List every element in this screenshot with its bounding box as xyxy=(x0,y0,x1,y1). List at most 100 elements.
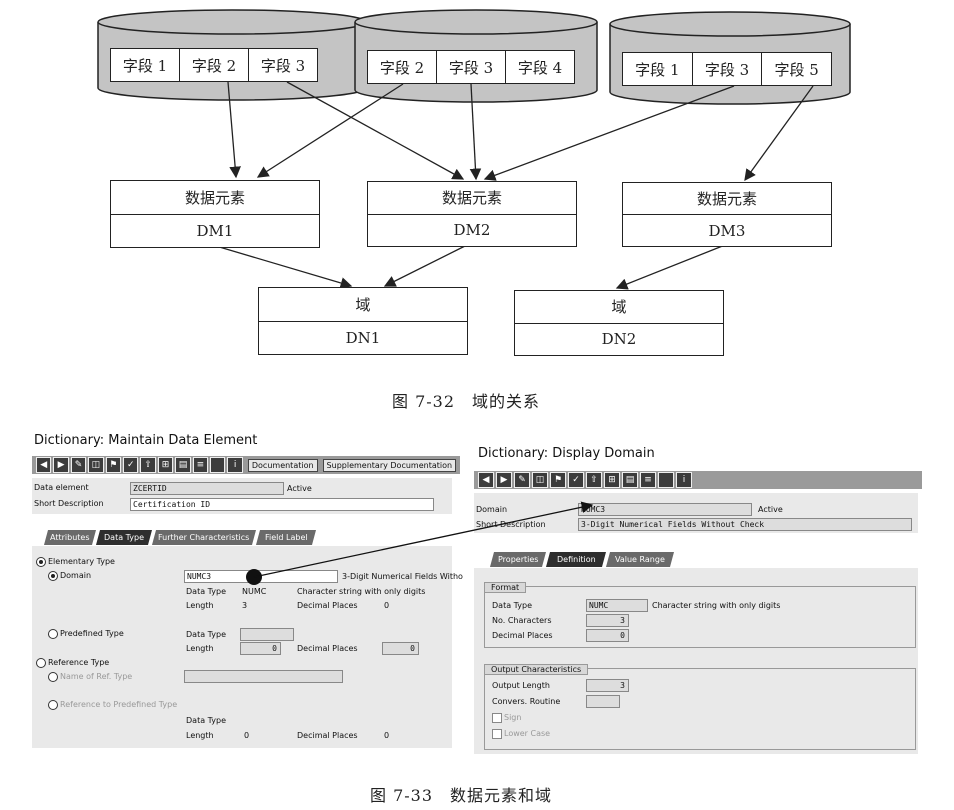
check-icon[interactable]: ✓ xyxy=(568,472,584,488)
domain-header: 域 xyxy=(611,298,627,317)
ref-length-value: 0 xyxy=(244,731,250,740)
table-2-field-2: 字段 3 xyxy=(436,51,505,83)
predefined-length-field[interactable]: 0 xyxy=(240,642,281,655)
forward-icon[interactable]: ▶ xyxy=(496,472,512,488)
blank-icon[interactable] xyxy=(210,457,226,473)
conversion-routine-label: Convers. Routine xyxy=(492,697,561,706)
domain-header: 域 xyxy=(355,295,371,314)
predefined-data-type-field[interactable] xyxy=(240,628,294,641)
decimal-places-field[interactable]: 0 xyxy=(586,629,629,642)
predefined-type-label: Predefined Type xyxy=(60,629,124,638)
data-element-dm1: 数据元素 DM1 xyxy=(110,180,320,248)
table-2-field-3: 字段 4 xyxy=(505,51,574,83)
domain-description: 3-Digit Numerical Fields Witho xyxy=(342,572,463,581)
ref-predefined-type-label: Reference to Predefined Type xyxy=(60,700,178,709)
arrow-t1f2-dm1 xyxy=(227,81,241,179)
no-characters-field[interactable]: 3 xyxy=(586,614,629,627)
table-1-field-2: 字段 2 xyxy=(179,49,248,81)
table-1-field-1: 字段 1 xyxy=(122,56,168,75)
display-icon[interactable]: ◫ xyxy=(532,472,548,488)
domain-name: DN1 xyxy=(259,320,467,355)
right-definition-panel: Format Data Type NUMC Character string w… xyxy=(474,568,918,754)
table-3-fields: 字段 1 字段 3 字段 5 xyxy=(622,52,832,86)
short-description-label: Short Description xyxy=(34,499,104,508)
data-element-field[interactable]: ZCERTID xyxy=(130,482,284,495)
data-type-description: Character string with only digits xyxy=(297,587,426,596)
domain-radio[interactable] xyxy=(48,571,58,581)
format-group-title: Format xyxy=(484,582,527,593)
menu-icon[interactable]: ≡ xyxy=(192,457,209,473)
name-of-ref-type-radio[interactable] xyxy=(48,672,58,682)
back-icon[interactable]: ◀ xyxy=(36,457,52,473)
back-icon[interactable]: ◀ xyxy=(478,472,494,488)
arrow-t2f3-dm2 xyxy=(469,83,482,181)
elementary-type-radio[interactable] xyxy=(36,557,46,567)
table-3-field-3: 字段 5 xyxy=(761,53,831,85)
domain-link-line xyxy=(253,501,594,578)
lower-case-checkbox[interactable] xyxy=(492,729,502,739)
data-type-field[interactable]: NUMC xyxy=(586,599,648,612)
table-3-field-2: 字段 3 xyxy=(691,53,762,85)
left-window-title: Dictionary: Maintain Data Element xyxy=(34,433,258,448)
predefined-data-type-label: Data Type xyxy=(186,630,227,639)
name-of-ref-type-field[interactable] xyxy=(184,670,343,683)
activate-icon[interactable]: ⚑ xyxy=(105,457,122,473)
decimal-places-label: Decimal Places xyxy=(297,601,358,610)
check-icon[interactable]: ✓ xyxy=(123,457,139,473)
conversion-routine-field[interactable] xyxy=(586,695,620,708)
print-icon[interactable]: ▤ xyxy=(622,472,638,488)
forward-icon[interactable]: ▶ xyxy=(53,457,69,473)
data-element-dm2: 数据元素 DM2 xyxy=(367,181,577,247)
where-used-icon[interactable]: ⇧ xyxy=(140,457,156,473)
sign-checkbox[interactable] xyxy=(492,713,502,723)
edit-icon[interactable]: ✎ xyxy=(514,472,530,488)
activate-icon[interactable]: ⚑ xyxy=(550,472,566,488)
length-value: 3 xyxy=(242,601,248,610)
output-length-field[interactable]: 3 xyxy=(586,679,629,692)
data-element-header: 数据元素 xyxy=(696,190,757,208)
left-toolbar: ◀ ▶ ✎ ◫ ⚑ ✓ ⇧ ⊞ ▤ ≡ i Documentation Supp… xyxy=(32,456,460,474)
format-group xyxy=(484,586,916,648)
blank-icon[interactable] xyxy=(658,472,674,488)
ref-length-label: Length xyxy=(186,731,214,740)
ref-decimal-value: 0 xyxy=(384,731,390,740)
reference-type-radio[interactable] xyxy=(36,658,46,668)
documentation-button[interactable]: Documentation xyxy=(247,458,318,472)
ref-predefined-type-radio[interactable] xyxy=(48,700,58,710)
where-used-icon[interactable]: ⇧ xyxy=(586,472,602,488)
data-element-label: Data element xyxy=(34,483,89,492)
hierarchy-icon[interactable]: ⊞ xyxy=(157,457,174,473)
data-type-description: Character string with only digits xyxy=(652,601,781,610)
predefined-type-radio[interactable] xyxy=(48,629,58,639)
display-icon[interactable]: ◫ xyxy=(88,457,104,473)
predefined-decimal-field[interactable]: 0 xyxy=(382,642,419,655)
menu-icon[interactable]: ≡ xyxy=(640,472,656,488)
short-description-field[interactable]: Certification ID xyxy=(130,498,434,511)
ref-data-type-label: Data Type xyxy=(186,716,227,725)
table-1-field-3: 字段 3 xyxy=(248,49,317,81)
info-icon[interactable]: i xyxy=(676,472,692,488)
info-icon[interactable]: i xyxy=(227,457,243,473)
ref-decimal-label: Decimal Places xyxy=(297,731,358,740)
short-description-field[interactable]: 3-Digit Numerical Fields Without Check xyxy=(578,518,912,531)
right-header-panel: Domain NUMC3 Active Short Description 3-… xyxy=(474,493,918,533)
print-icon[interactable]: ▤ xyxy=(175,457,191,473)
data-type-label: Data Type xyxy=(186,587,227,596)
right-window-title: Dictionary: Display Domain xyxy=(478,446,655,461)
supplementary-documentation-button[interactable]: Supplementary Documentation xyxy=(322,458,457,472)
length-label: Length xyxy=(186,601,214,610)
hierarchy-icon[interactable]: ⊞ xyxy=(604,472,620,488)
sign-label: Sign xyxy=(504,713,522,722)
decimal-places-label: Decimal Places xyxy=(492,631,553,640)
right-toolbar: ◀ ▶ ✎ ◫ ⚑ ✓ ⇧ ⊞ ▤ ≡ i xyxy=(474,471,922,489)
output-characteristics-title: Output Characteristics xyxy=(484,664,589,675)
arrow-dm1-dn1 xyxy=(215,245,353,289)
arrow-t2f2-dm1 xyxy=(256,83,404,178)
table-2-fields: 字段 2 字段 3 字段 4 xyxy=(367,50,575,84)
domain-name: DN2 xyxy=(515,322,723,356)
predefined-decimal-label: Decimal Places xyxy=(297,644,358,653)
edit-icon[interactable]: ✎ xyxy=(70,457,87,473)
table-3-field-1: 字段 1 xyxy=(635,60,680,79)
figure-caption-7-32: 图 7-32 域的关系 xyxy=(392,392,541,411)
